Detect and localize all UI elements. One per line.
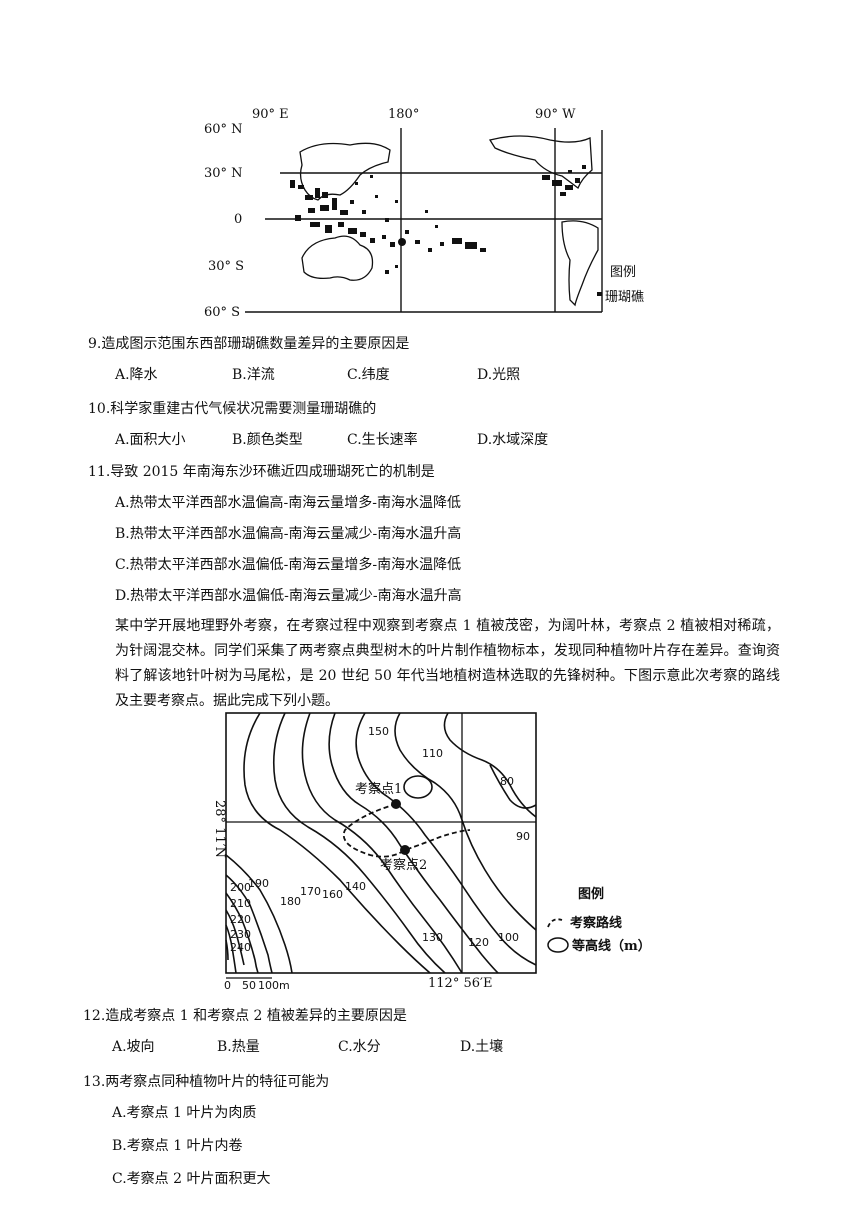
q10-option-b[interactable]: B.颜色类型 [232,432,303,448]
contour-legend-icon [547,937,569,953]
q11-option-b[interactable]: B.热带太平洋西部水温偏高-南海云量减少-南海水温升高 [115,526,462,542]
coral-legend-icon [597,292,602,296]
legend-title-2: 图例 [578,886,604,902]
q13-option-c[interactable]: C.考察点 2 叶片面积更大 [112,1171,271,1187]
contour-120: 120 [468,936,489,949]
contour-110: 110 [422,747,443,760]
question-13: 13.两考察点同种植物叶片的特征可能为 [83,1074,330,1090]
q12-option-d[interactable]: D.土壤 [460,1039,504,1055]
q12-option-a[interactable]: A.坡向 [112,1039,155,1055]
contour-190: 190 [248,877,269,890]
q9-option-a[interactable]: A.降水 [115,367,158,383]
contour-130: 130 [422,931,443,944]
q9-option-d[interactable]: D.光照 [477,367,521,383]
lon-label-90e: 90° E [252,107,289,122]
q13-option-a[interactable]: A.考察点 1 叶片为肉质 [112,1105,257,1121]
contour-map: 150 110 80 90 140 160 170 180 190 200 21… [212,712,651,992]
route-legend-icon [547,918,563,928]
contour-170: 170 [300,885,321,898]
question-10: 10.科学家重建古代气候状况需要测量珊瑚礁的 [88,401,377,417]
point-1-label: 考察点1 [355,782,402,797]
contour-180: 180 [280,895,301,908]
scale-100m: 100m [258,979,290,992]
lon-label: 112° 56′E [428,976,492,991]
question-9: 9.造成图示范围东西部珊瑚礁数量差异的主要原因是 [88,336,410,352]
point-2-label: 考察点2 [380,858,427,873]
passage-text: 某中学开展地理野外考察，在考察过程中观察到考察点 1 植被茂密，为阔叶林，考察点… [115,618,780,709]
contour-200: 200 [230,881,251,894]
lat-label-30s: 30° S [208,259,244,274]
scale-0: 0 [224,979,231,992]
lat-label-60n: 60° N [204,122,243,137]
question-12: 12.造成考察点 1 和考察点 2 植被差异的主要原因是 [83,1008,407,1024]
lon-label-90w: 90° W [535,107,576,122]
contour-150: 150 [368,725,389,738]
contour-90: 90 [516,830,530,843]
contour-140: 140 [345,880,366,893]
lat-label-60s: 60° S [204,305,240,320]
legend-title: 图例 [610,265,636,280]
lat-label-30n: 30° N [204,166,243,181]
scale-50: 50 [242,979,256,992]
q11-option-d[interactable]: D.热带太平洋西部水温偏低-南海云量减少-南海水温升高 [115,588,462,604]
q13-option-b[interactable]: B.考察点 1 叶片内卷 [112,1138,243,1154]
q11-option-c[interactable]: C.热带太平洋西部水温偏低-南海云量增多-南海水温降低 [115,557,462,573]
q12-option-b[interactable]: B.热量 [217,1039,260,1055]
contour-100: 100 [498,931,519,944]
lat-label: 28° 11′N [212,800,227,858]
legend-contour: 等高线（m） [571,938,651,954]
contour-240: 240 [230,941,251,954]
contour-160: 160 [322,888,343,901]
q10-option-d[interactable]: D.水域深度 [477,432,549,448]
legend-route: 考察路线 [570,915,622,931]
q9-option-b[interactable]: B.洋流 [232,367,275,383]
contour-80: 80 [500,775,514,788]
contour-210: 210 [230,897,251,910]
contour-220: 220 [230,913,251,926]
q10-option-c[interactable]: C.生长速率 [347,432,418,448]
q10-option-a[interactable]: A.面积大小 [115,432,186,448]
contour-230: 230 [230,928,251,941]
q11-option-a[interactable]: A.热带太平洋西部水温偏高-南海云量增多-南海水温降低 [115,495,462,511]
lat-label-0: 0 [234,212,242,227]
lon-label-180: 180° [388,107,419,122]
q12-option-c[interactable]: C.水分 [338,1039,381,1055]
question-11: 11.导致 2015 年南海东沙环礁近四成珊瑚死亡的机制是 [88,464,435,480]
coral-reef-map: 90° E 180° 90° W 60° N 30° N 0 30° S 60°… [204,107,644,320]
legend-coral: 珊瑚礁 [605,289,644,305]
q9-option-c[interactable]: C.纬度 [347,367,390,383]
